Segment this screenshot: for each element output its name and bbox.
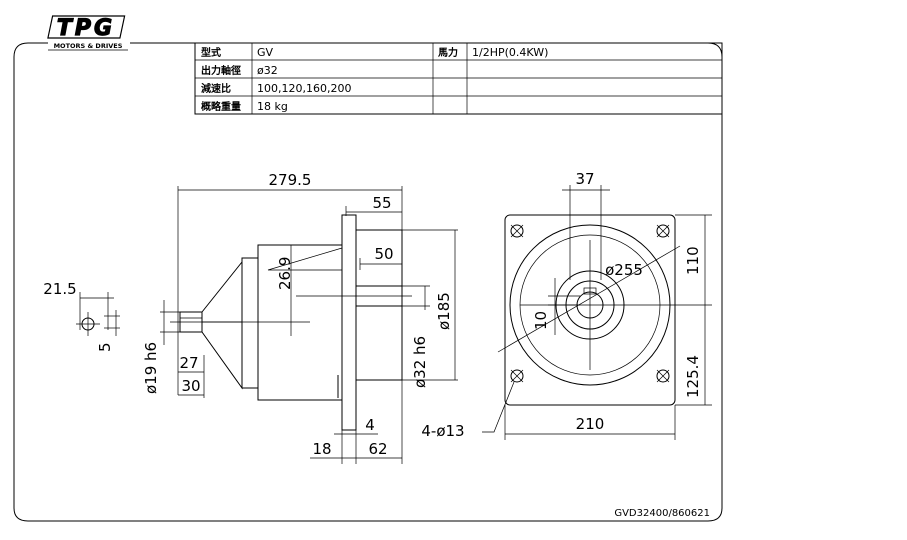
dim-110: 110 <box>684 246 702 275</box>
front-dimensions: 37 ø255 110 125.4 10 4-ø13 210 <box>421 170 712 440</box>
dim-255: ø255 <box>605 261 643 279</box>
spec-label-power: 馬力 <box>438 46 458 59</box>
dim-55: 55 <box>372 194 391 212</box>
dim-30: 30 <box>181 377 200 395</box>
spec-value-power: 1/2HP(0.4KW) <box>472 46 548 59</box>
spec-value-model: GV <box>257 46 274 59</box>
dim-21-5: 21.5 <box>43 280 76 298</box>
bolt-hole-icon <box>510 369 524 383</box>
spec-table-frame <box>194 42 723 115</box>
output-flange <box>341 214 357 431</box>
front-flange <box>504 214 676 406</box>
spec-label-weight: 概略重量 <box>201 100 241 113</box>
bolt-holes-leader <box>482 381 515 433</box>
housing-body <box>257 244 343 401</box>
logo-frame-icon <box>47 15 126 39</box>
spec-value-shaft: ø32 <box>257 64 278 77</box>
logo: TPG MOTORS & DRIVES <box>47 15 128 51</box>
dim-255-leader <box>497 245 681 353</box>
logo-subtitle: MOTORS & DRIVES <box>54 42 123 50</box>
drawing-number: GVD32400/860621 <box>614 508 710 519</box>
dim-210: 210 <box>576 415 605 433</box>
spec-label-ratio: 減速比 <box>201 82 231 95</box>
side-dimensions: 279.5 55 50 26.9 ø185 ø32 h6 21.5 5 <box>43 171 458 464</box>
side-view <box>170 214 412 431</box>
bolt-hole-icon <box>656 369 670 383</box>
housing-ring <box>241 257 259 389</box>
spec-label-shaft: 出力軸徑 <box>201 64 241 77</box>
dim-bolt-holes: 4-ø13 <box>421 422 464 440</box>
input-adapter <box>201 260 243 390</box>
internal-detail <box>267 247 343 271</box>
spec-table: 型式 GV 出力軸徑 ø32 減速比 100,120,160,200 概略重量 … <box>194 42 723 115</box>
dim-50: 50 <box>374 245 393 263</box>
spec-value-ratio: 100,120,160,200 <box>257 82 351 95</box>
dim-26-9: 26.9 <box>276 257 294 290</box>
dim-10: 10 <box>532 311 550 330</box>
dim-5: 5 <box>96 342 114 352</box>
logo-text: TPG <box>57 16 115 41</box>
spec-label-model: 型式 <box>201 46 221 59</box>
dim-125-4: 125.4 <box>684 355 702 398</box>
drawing-border <box>13 42 723 522</box>
dim-185: ø185 <box>435 292 453 330</box>
dim-19h6: ø19 h6 <box>142 342 160 394</box>
bolt-hole-icon <box>656 224 670 238</box>
dim-32h6: ø32 h6 <box>411 336 429 388</box>
dim-27: 27 <box>179 354 198 372</box>
dim-18: 18 <box>312 440 331 458</box>
dim-62: 62 <box>368 440 387 458</box>
dim-37: 37 <box>575 170 594 188</box>
dim-4: 4 <box>365 416 375 434</box>
bolt-hole-icon <box>510 224 524 238</box>
spec-value-weight: 18 kg <box>257 100 288 113</box>
front-view <box>504 214 712 406</box>
dim-overall-length: 279.5 <box>269 171 312 189</box>
